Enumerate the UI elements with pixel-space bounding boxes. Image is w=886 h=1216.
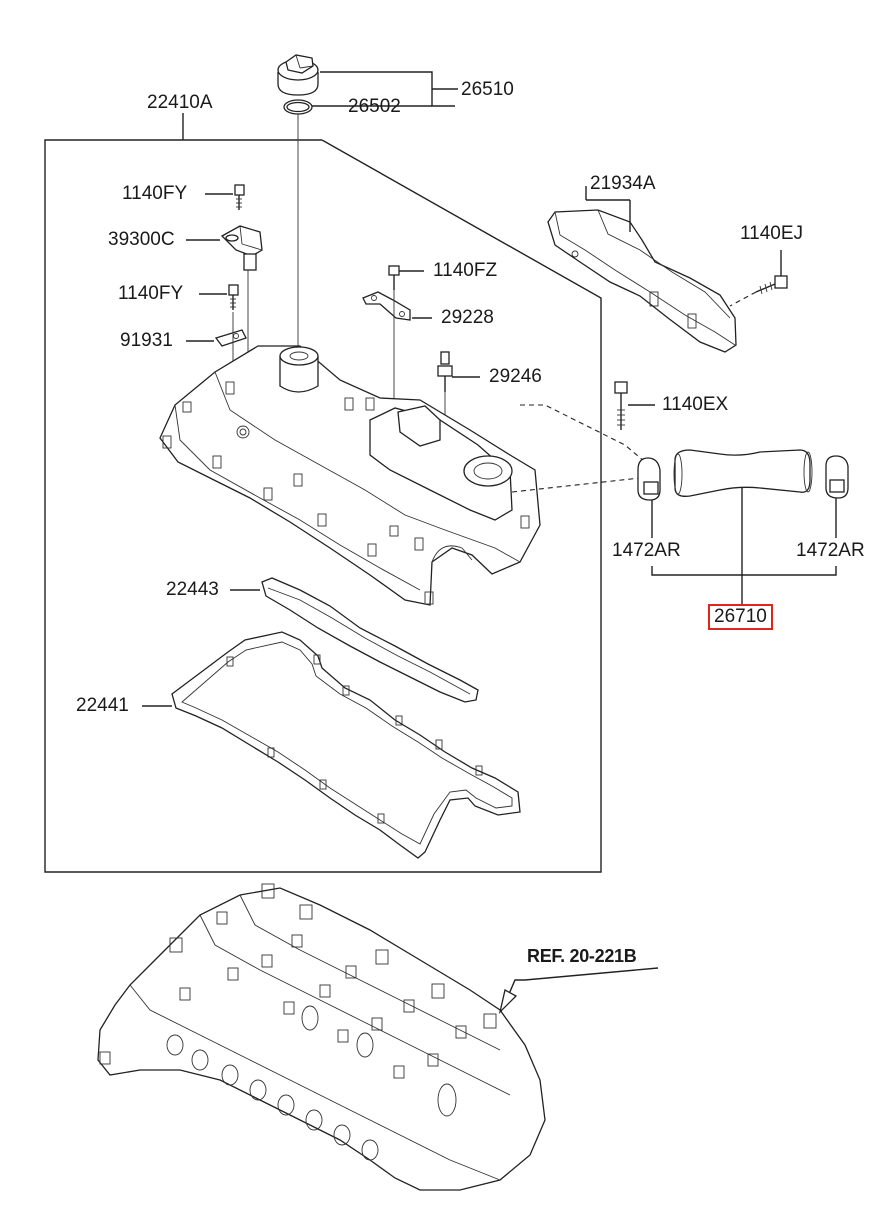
bolt-1140fy-top (205, 184, 245, 210)
label-1140ej: 1140EJ (740, 223, 804, 244)
label-1140fy-top: 1140FY (122, 183, 188, 204)
oil-filler-cap (277, 54, 319, 96)
bolt-1140ej (729, 250, 788, 307)
cylinder-head (97, 883, 659, 1191)
label-22441: 22441 (76, 695, 129, 716)
label-22443: 22443 (166, 579, 219, 600)
bracket-29228 (362, 291, 432, 321)
gasket-22441 (142, 631, 521, 859)
label-1140ex: 1140EX (662, 394, 729, 415)
label-26502: 26502 (348, 96, 401, 117)
bracket-91931 (186, 329, 247, 347)
gasket-22443 (230, 577, 479, 703)
hose-clamp-left (637, 457, 661, 538)
hose-clamp-right (825, 455, 849, 538)
label-1140fy-mid: 1140FY (118, 283, 184, 304)
bolt-1140fy-mid (199, 284, 239, 310)
label-1472ar-right: 1472AR (796, 540, 865, 561)
label-29228: 29228 (441, 307, 494, 328)
bolt-1140fz (388, 265, 424, 290)
stud-29246 (437, 351, 480, 392)
label-21934a: 21934A (590, 173, 656, 194)
label-29246: 29246 (489, 366, 542, 387)
label-91931: 91931 (120, 330, 173, 351)
label-26710-highlighted[interactable]: 26710 (708, 604, 773, 630)
heat-shield (547, 186, 737, 353)
cap-gasket (283, 99, 313, 115)
valve-cover (159, 345, 541, 606)
label-reference[interactable]: REF. 20-221B (527, 946, 637, 966)
label-1140fz: 1140FZ (433, 260, 498, 281)
label-22410a: 22410A (147, 92, 213, 113)
bolt-1140ex (614, 381, 655, 430)
cover-assembly-frame (44, 113, 602, 873)
label-39300c: 39300C (108, 229, 175, 250)
label-26510: 26510 (461, 79, 514, 100)
breather-hose (673, 449, 813, 575)
label-1472ar-left: 1472AR (612, 540, 681, 561)
cam-position-sensor (186, 225, 263, 271)
